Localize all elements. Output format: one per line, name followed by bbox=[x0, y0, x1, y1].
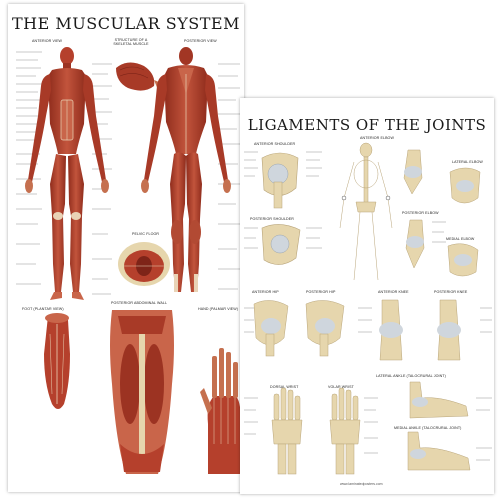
label-anterior-hip: ANTERIOR HIP bbox=[252, 290, 279, 294]
label-anterior-elbow: ANTERIOR ELBOW bbox=[360, 136, 394, 140]
skeleton-illustration bbox=[339, 142, 393, 281]
label-hand-palmar: HAND (PALMAR VIEW) bbox=[198, 307, 239, 311]
label-dorsal-wrist: DORSAL WRIST bbox=[270, 385, 299, 389]
label-posterior-abdominal-wall: POSTERIOR ABDOMINAL WALL bbox=[111, 301, 168, 305]
label-posterior-hip: POSTERIOR HIP bbox=[306, 290, 336, 294]
anterior-shoulder-illustration bbox=[261, 152, 299, 209]
ligaments-poster: LIGAMENTS OF THE JOINTS ANTERIOR SHOULDE… bbox=[240, 98, 494, 494]
foot-plantar-illustration bbox=[44, 313, 70, 409]
hand-palmar-illustration bbox=[200, 348, 241, 474]
label-posterior-shoulder: POSTERIOR SHOULDER bbox=[250, 217, 294, 221]
muscular-illustrations bbox=[16, 47, 241, 474]
label-anterior-knee: ANTERIOR KNEE bbox=[378, 290, 409, 294]
poster-footer-website: www.laminatedposters.com bbox=[340, 482, 383, 486]
label-posterior-elbow: POSTERIOR ELBOW bbox=[402, 211, 439, 215]
ligament-label-lines bbox=[244, 151, 492, 461]
label-lateral-ankle: LATERAL ANKLE (TALOCRURAL JOINT) bbox=[376, 374, 446, 378]
posterior-abdominal-wall-illustration bbox=[110, 310, 174, 474]
label-medial-elbow: MEDIAL ELBOW bbox=[446, 237, 475, 241]
anterior-label-lines bbox=[16, 51, 240, 295]
label-structure-skeletal-muscle: STRUCTURE OF A SKELETAL MUSCLE bbox=[113, 38, 149, 46]
wrist-illustrations bbox=[271, 387, 361, 475]
anterior-muscle-figure bbox=[25, 47, 109, 300]
label-lateral-elbow: LATERAL ELBOW bbox=[452, 160, 483, 164]
label-anterior-view: ANTERIOR VIEW bbox=[32, 39, 63, 43]
hip-knee-illustrations bbox=[253, 299, 461, 361]
label-volar-wrist: VOLAR WRIST bbox=[328, 385, 354, 389]
label-foot-plantar: FOOT (PLANTAR VIEW) bbox=[22, 307, 64, 311]
muscular-system-poster: THE MUSCULAR SYSTEM ANTERIOR VIEW STRUCT… bbox=[8, 4, 244, 492]
posterior-shoulder-illustration bbox=[261, 224, 301, 265]
elbow-illustrations bbox=[403, 149, 481, 277]
posterior-muscle-figure bbox=[141, 47, 231, 292]
label-posterior-view: POSTERIOR VIEW bbox=[184, 39, 217, 43]
label-pelvic-floor: PELVIC FLOOR bbox=[132, 232, 160, 236]
ankle-illustrations bbox=[407, 381, 471, 471]
label-anterior-shoulder: ANTERIOR SHOULDER bbox=[254, 142, 296, 146]
ligament-illustrations bbox=[244, 142, 492, 475]
label-posterior-knee: POSTERIOR KNEE bbox=[434, 290, 468, 294]
pelvic-floor-illustration bbox=[118, 242, 170, 286]
muscular-poster-title: THE MUSCULAR SYSTEM bbox=[12, 14, 240, 33]
label-medial-ankle: MEDIAL ANKLE (TALOCRURAL JOINT) bbox=[394, 426, 462, 430]
ligaments-poster-title: LIGAMENTS OF THE JOINTS bbox=[247, 116, 487, 134]
